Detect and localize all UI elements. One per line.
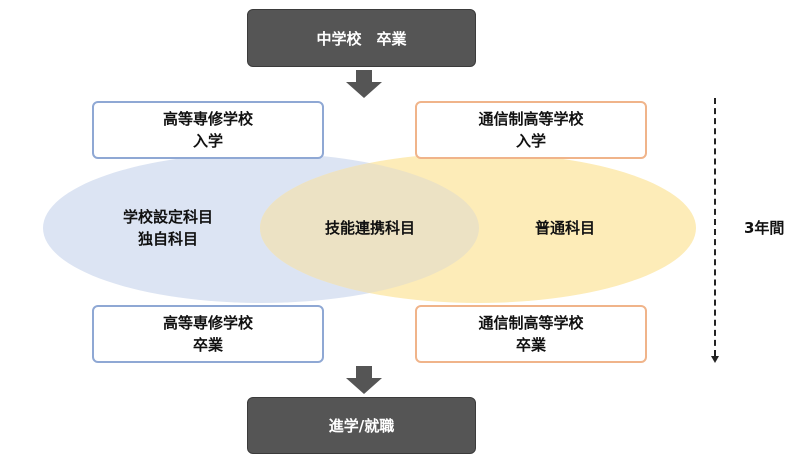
timeline-arrow-icon (711, 356, 719, 363)
admission-label: 入学 (192, 132, 223, 150)
school-set-subjects-label: 学校設定科目 (122, 208, 213, 226)
vocational-school-admission-box: 高等専修学校 入学 (92, 101, 324, 159)
skill-cooperation-subjects-text: 技能連携科目 (300, 216, 440, 240)
correspondence-school-graduation-box: 通信制高等学校 卒業 (415, 305, 647, 363)
down-arrow-icon (346, 70, 382, 98)
vocational-school-name: 高等専修学校 (162, 110, 253, 128)
further-education-employment-label: 進学/就職 (328, 417, 395, 435)
general-subjects-text: 普通科目 (510, 216, 620, 240)
duration-timeline (714, 98, 716, 356)
skill-cooperation-subjects-label: 技能連携科目 (324, 219, 415, 237)
admission-label: 入学 (515, 132, 546, 150)
duration-label: 3年間 (744, 219, 785, 237)
graduation-label: 卒業 (515, 336, 546, 354)
school-specific-subjects-text: 学校設定科目 独自科目 (88, 205, 248, 251)
junior-high-graduation-box: 中学校 卒業 (247, 9, 476, 67)
correspondence-school-name: 通信制高等学校 (478, 110, 584, 128)
correspondence-school-admission-box: 通信制高等学校 入学 (415, 101, 647, 159)
further-education-employment-box: 進学/就職 (247, 397, 476, 454)
correspondence-school-name: 通信制高等学校 (478, 314, 584, 332)
vocational-school-graduation-box: 高等専修学校 卒業 (92, 305, 324, 363)
down-arrow-icon (346, 366, 382, 394)
vocational-school-name: 高等専修学校 (162, 314, 253, 332)
original-subjects-label: 独自科目 (137, 230, 198, 248)
general-subjects-label: 普通科目 (534, 219, 595, 237)
overlap-region (260, 153, 479, 303)
graduation-label: 卒業 (192, 336, 223, 354)
junior-high-graduation-label: 中学校 卒業 (316, 29, 407, 48)
